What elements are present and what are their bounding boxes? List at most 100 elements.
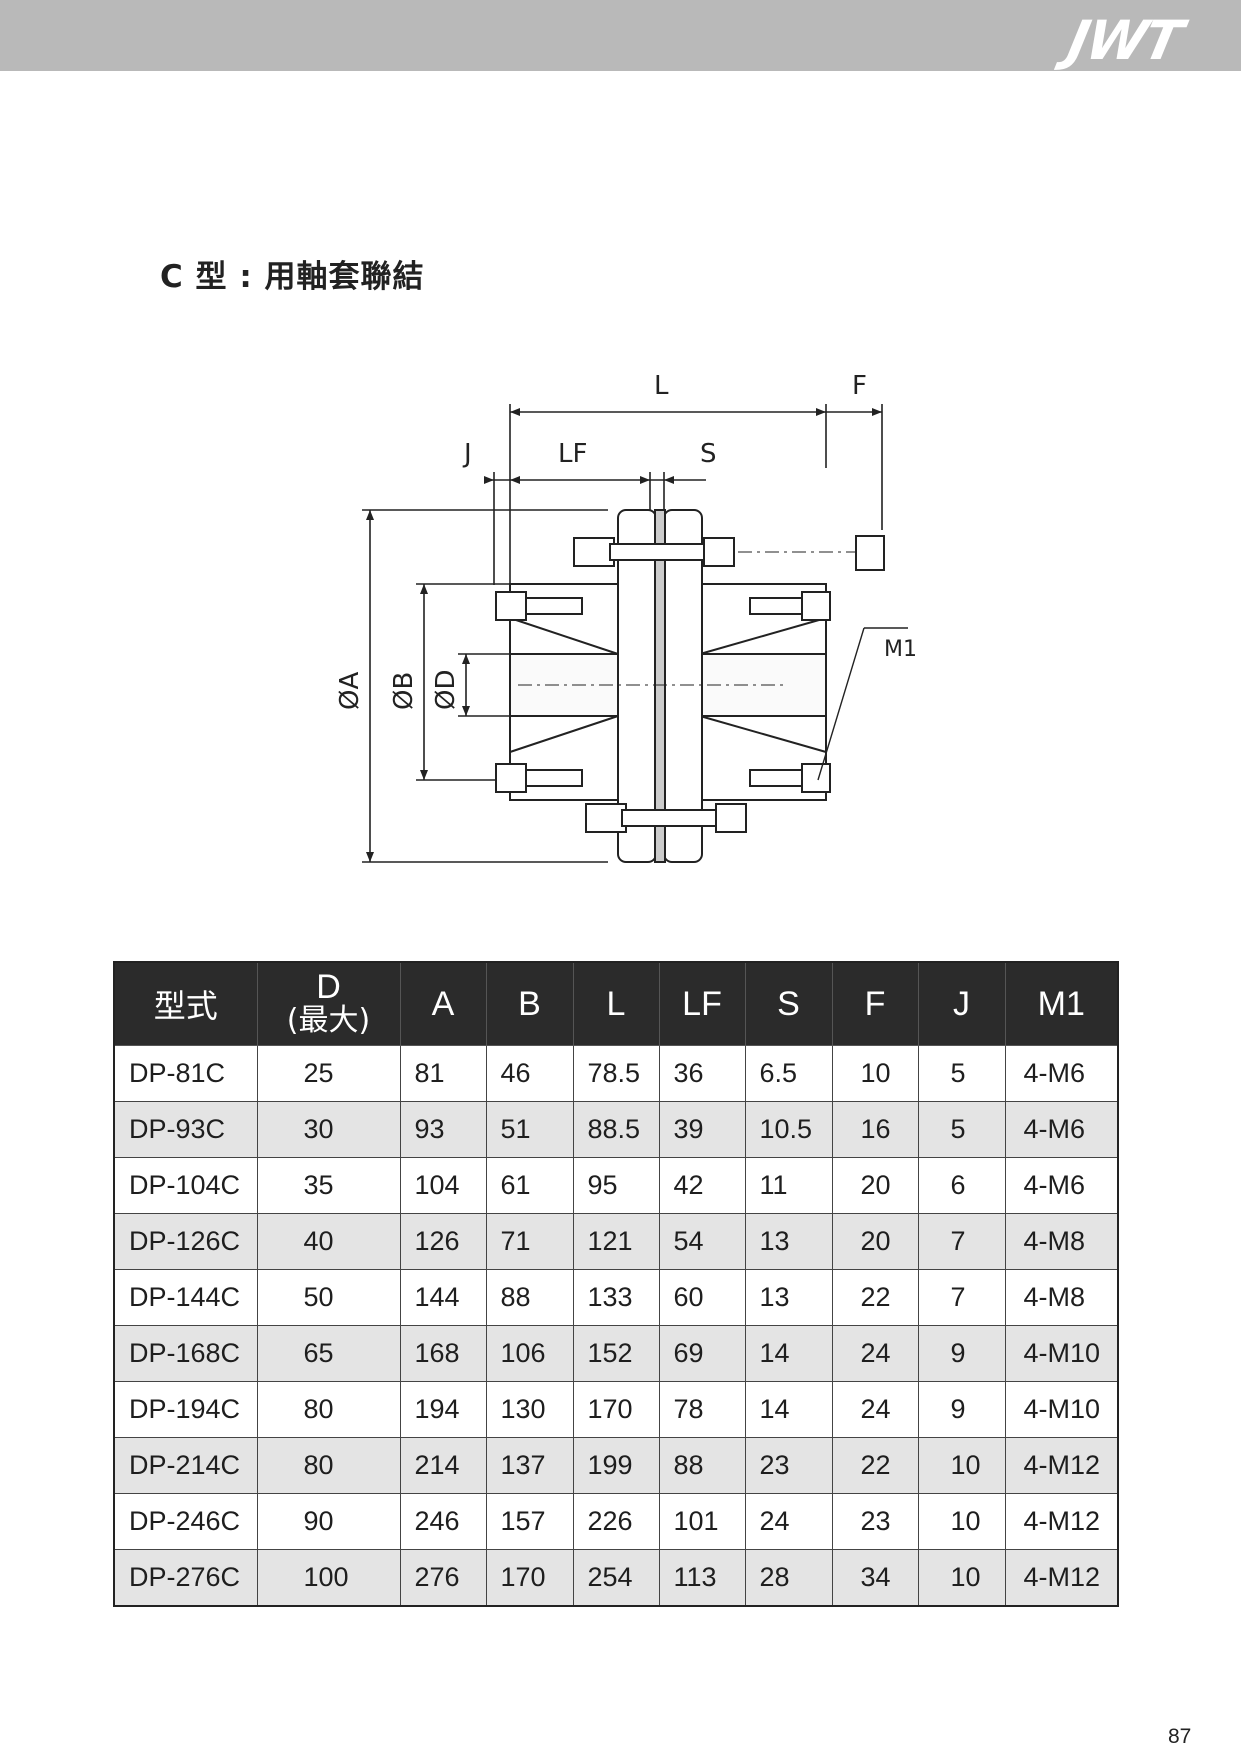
dim-label-lf: LF (558, 439, 587, 469)
dim-label-m1: M1 (884, 637, 917, 662)
table-row: DP-246C 90 246 157 226 101 24 23 10 4-M1… (113, 1493, 1119, 1550)
cell-m1: 4-M6 (1004, 1045, 1119, 1102)
dim-label-a: ØA (335, 672, 365, 710)
cell-model: DP-194C (113, 1381, 258, 1438)
cell-s: 13 (744, 1269, 833, 1326)
cell-b: 88 (485, 1269, 574, 1326)
table-row: DP-214C 80 214 137 199 88 23 22 10 4-M12 (113, 1437, 1119, 1494)
cell-a: 126 (399, 1213, 487, 1270)
specifications-table: 型式 D (最大) A B L LF S F J M1 DP-81C 25 81… (113, 961, 1119, 1607)
cell-s: 24 (744, 1493, 833, 1550)
cell-model: DP-81C (113, 1045, 258, 1102)
header-l: L (572, 961, 660, 1046)
cell-s: 14 (744, 1325, 833, 1382)
cell-d: 90 (256, 1493, 401, 1550)
table-header-row: 型式 D (最大) A B L LF S F J M1 (113, 961, 1119, 1046)
dim-label-f: F (852, 371, 867, 401)
cell-s: 13 (744, 1213, 833, 1270)
cell-a: 214 (399, 1437, 487, 1494)
cell-d: 50 (256, 1269, 401, 1326)
dim-label-l: L (654, 371, 669, 401)
cell-m1: 4-M10 (1004, 1381, 1119, 1438)
cell-b: 157 (485, 1493, 574, 1550)
cell-s: 11 (744, 1157, 833, 1214)
cell-d: 80 (256, 1437, 401, 1494)
header-d-max: (最大) (286, 1003, 371, 1038)
cell-b: 51 (485, 1101, 574, 1158)
table-row: DP-126C 40 126 71 121 54 13 20 7 4-M8 (113, 1213, 1119, 1270)
cell-d: 65 (256, 1325, 401, 1382)
coupling-technical-drawing: L F J LF S M1 ØA ØB ØD (335, 371, 917, 863)
dim-label-s: S (700, 439, 717, 469)
cell-f: 20 (831, 1157, 919, 1214)
header-j: J (917, 961, 1006, 1046)
cell-l: 254 (572, 1549, 660, 1607)
cell-m1: 4-M6 (1004, 1101, 1119, 1158)
cell-j: 9 (917, 1325, 1006, 1382)
cell-a: 104 (399, 1157, 487, 1214)
cell-model: DP-93C (113, 1101, 258, 1158)
cell-lf: 42 (658, 1157, 746, 1214)
table-row: DP-104C 35 104 61 95 42 11 20 6 4-M6 (113, 1157, 1119, 1214)
cell-b: 170 (485, 1549, 574, 1607)
cell-j: 5 (917, 1101, 1006, 1158)
cell-b: 106 (485, 1325, 574, 1382)
cell-d: 35 (256, 1157, 401, 1214)
cell-f: 16 (831, 1101, 919, 1158)
cell-model: DP-144C (113, 1269, 258, 1326)
cell-d: 80 (256, 1381, 401, 1438)
cell-s: 23 (744, 1437, 833, 1494)
page-number: 87 (1168, 1725, 1192, 1748)
cell-f: 20 (831, 1213, 919, 1270)
cell-model: DP-104C (113, 1157, 258, 1214)
cell-s: 10.5 (744, 1101, 833, 1158)
cell-d: 30 (256, 1101, 401, 1158)
table-row: DP-276C 100 276 170 254 113 28 34 10 4-M… (113, 1549, 1119, 1607)
cell-model: DP-126C (113, 1213, 258, 1270)
header-bar: JWT (0, 0, 1241, 72)
dim-label-b: ØB (389, 672, 419, 710)
cell-f: 10 (831, 1045, 919, 1102)
cell-s: 28 (744, 1549, 833, 1607)
dim-label-j: J (462, 439, 472, 469)
cell-lf: 36 (658, 1045, 746, 1102)
cell-j: 6 (917, 1157, 1006, 1214)
cell-m1: 4-M8 (1004, 1213, 1119, 1270)
cell-f: 22 (831, 1269, 919, 1326)
table-row: DP-168C 65 168 106 152 69 14 24 9 4-M10 (113, 1325, 1119, 1382)
dim-label-d: ØD (431, 670, 461, 711)
header-d-label: D (316, 968, 341, 1006)
cell-b: 137 (485, 1437, 574, 1494)
cell-model: DP-214C (113, 1437, 258, 1494)
cell-l: 121 (572, 1213, 660, 1270)
cell-lf: 60 (658, 1269, 746, 1326)
header-lf: LF (658, 961, 746, 1046)
brand-logo: JWT (1061, 9, 1186, 72)
header-m1: M1 (1004, 961, 1119, 1046)
cell-lf: 88 (658, 1437, 746, 1494)
cell-a: 93 (399, 1101, 487, 1158)
header-d: D (最大) (256, 961, 401, 1046)
header-f: F (831, 961, 919, 1046)
table-row: DP-144C 50 144 88 133 60 13 22 7 4-M8 (113, 1269, 1119, 1326)
cell-a: 246 (399, 1493, 487, 1550)
cell-b: 71 (485, 1213, 574, 1270)
cell-f: 24 (831, 1381, 919, 1438)
section-title: C 型 : 用軸套聯結 (160, 259, 425, 295)
cell-b: 61 (485, 1157, 574, 1214)
header-s: S (744, 961, 833, 1046)
cell-lf: 113 (658, 1549, 746, 1607)
cell-m1: 4-M8 (1004, 1269, 1119, 1326)
cell-j: 10 (917, 1437, 1006, 1494)
cell-s: 14 (744, 1381, 833, 1438)
cell-lf: 39 (658, 1101, 746, 1158)
cell-b: 130 (485, 1381, 574, 1438)
header-a: A (399, 961, 487, 1046)
cell-l: 95 (572, 1157, 660, 1214)
cell-lf: 69 (658, 1325, 746, 1382)
cell-f: 24 (831, 1325, 919, 1382)
cell-l: 226 (572, 1493, 660, 1550)
cell-a: 144 (399, 1269, 487, 1326)
cell-l: 199 (572, 1437, 660, 1494)
cell-m1: 4-M12 (1004, 1549, 1119, 1607)
